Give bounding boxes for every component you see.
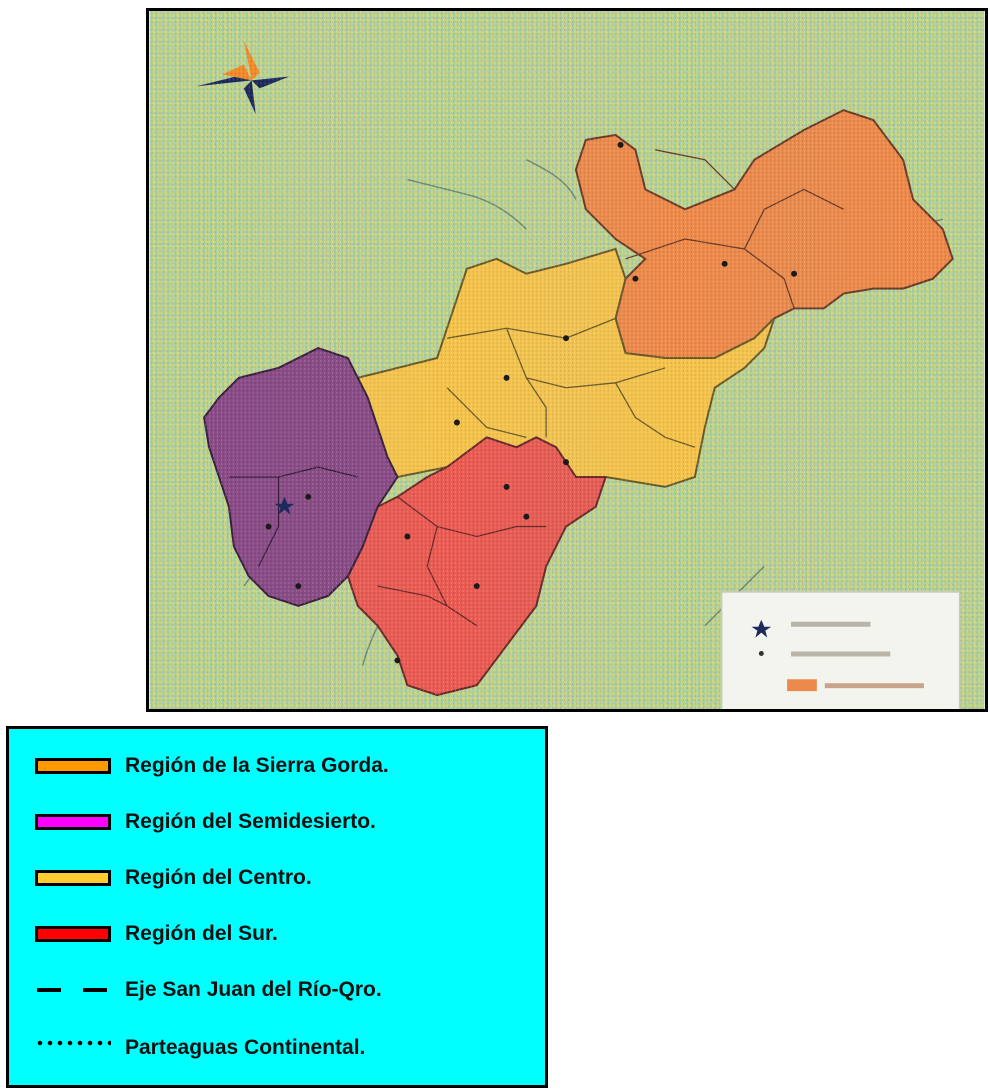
dotted-line-icon xyxy=(35,1039,111,1047)
capital-star-icon xyxy=(274,496,295,515)
regional-map xyxy=(149,11,985,709)
legend-item-centro: Región del Centro. xyxy=(35,861,312,895)
legend-box: Región de la Sierra Gorda. Región del Se… xyxy=(6,726,548,1088)
legend-item-sierra-gorda: Región de la Sierra Gorda. xyxy=(35,749,389,783)
legend-label: Región del Centro. xyxy=(125,866,312,889)
legend-swatch xyxy=(35,870,111,886)
map-frame xyxy=(146,8,988,712)
legend-label: Región del Sur. xyxy=(125,922,278,945)
legend-label: Parteaguas Continental. xyxy=(125,1036,366,1059)
legend-item-parteaguas: Parteaguas Continental. xyxy=(35,1031,365,1065)
legend-item-semidesierto: Región del Semidesierto. xyxy=(35,805,376,839)
legend-label: Región de la Sierra Gorda. xyxy=(125,754,389,777)
inset-legend-panel xyxy=(720,591,961,709)
dashed-line-icon xyxy=(35,982,111,998)
legend-label: Región del Semidesierto. xyxy=(125,810,376,833)
legend-swatch xyxy=(35,814,111,830)
legend-swatch xyxy=(35,758,111,774)
legend-item-eje-san-juan: Eje San Juan del Río-Qro. xyxy=(35,973,382,1007)
town-markers xyxy=(265,141,798,664)
legend-swatch xyxy=(35,926,111,942)
legend-label: Eje San Juan del Río-Qro. xyxy=(125,978,382,1001)
legend-item-sur: Región del Sur. xyxy=(35,917,278,951)
